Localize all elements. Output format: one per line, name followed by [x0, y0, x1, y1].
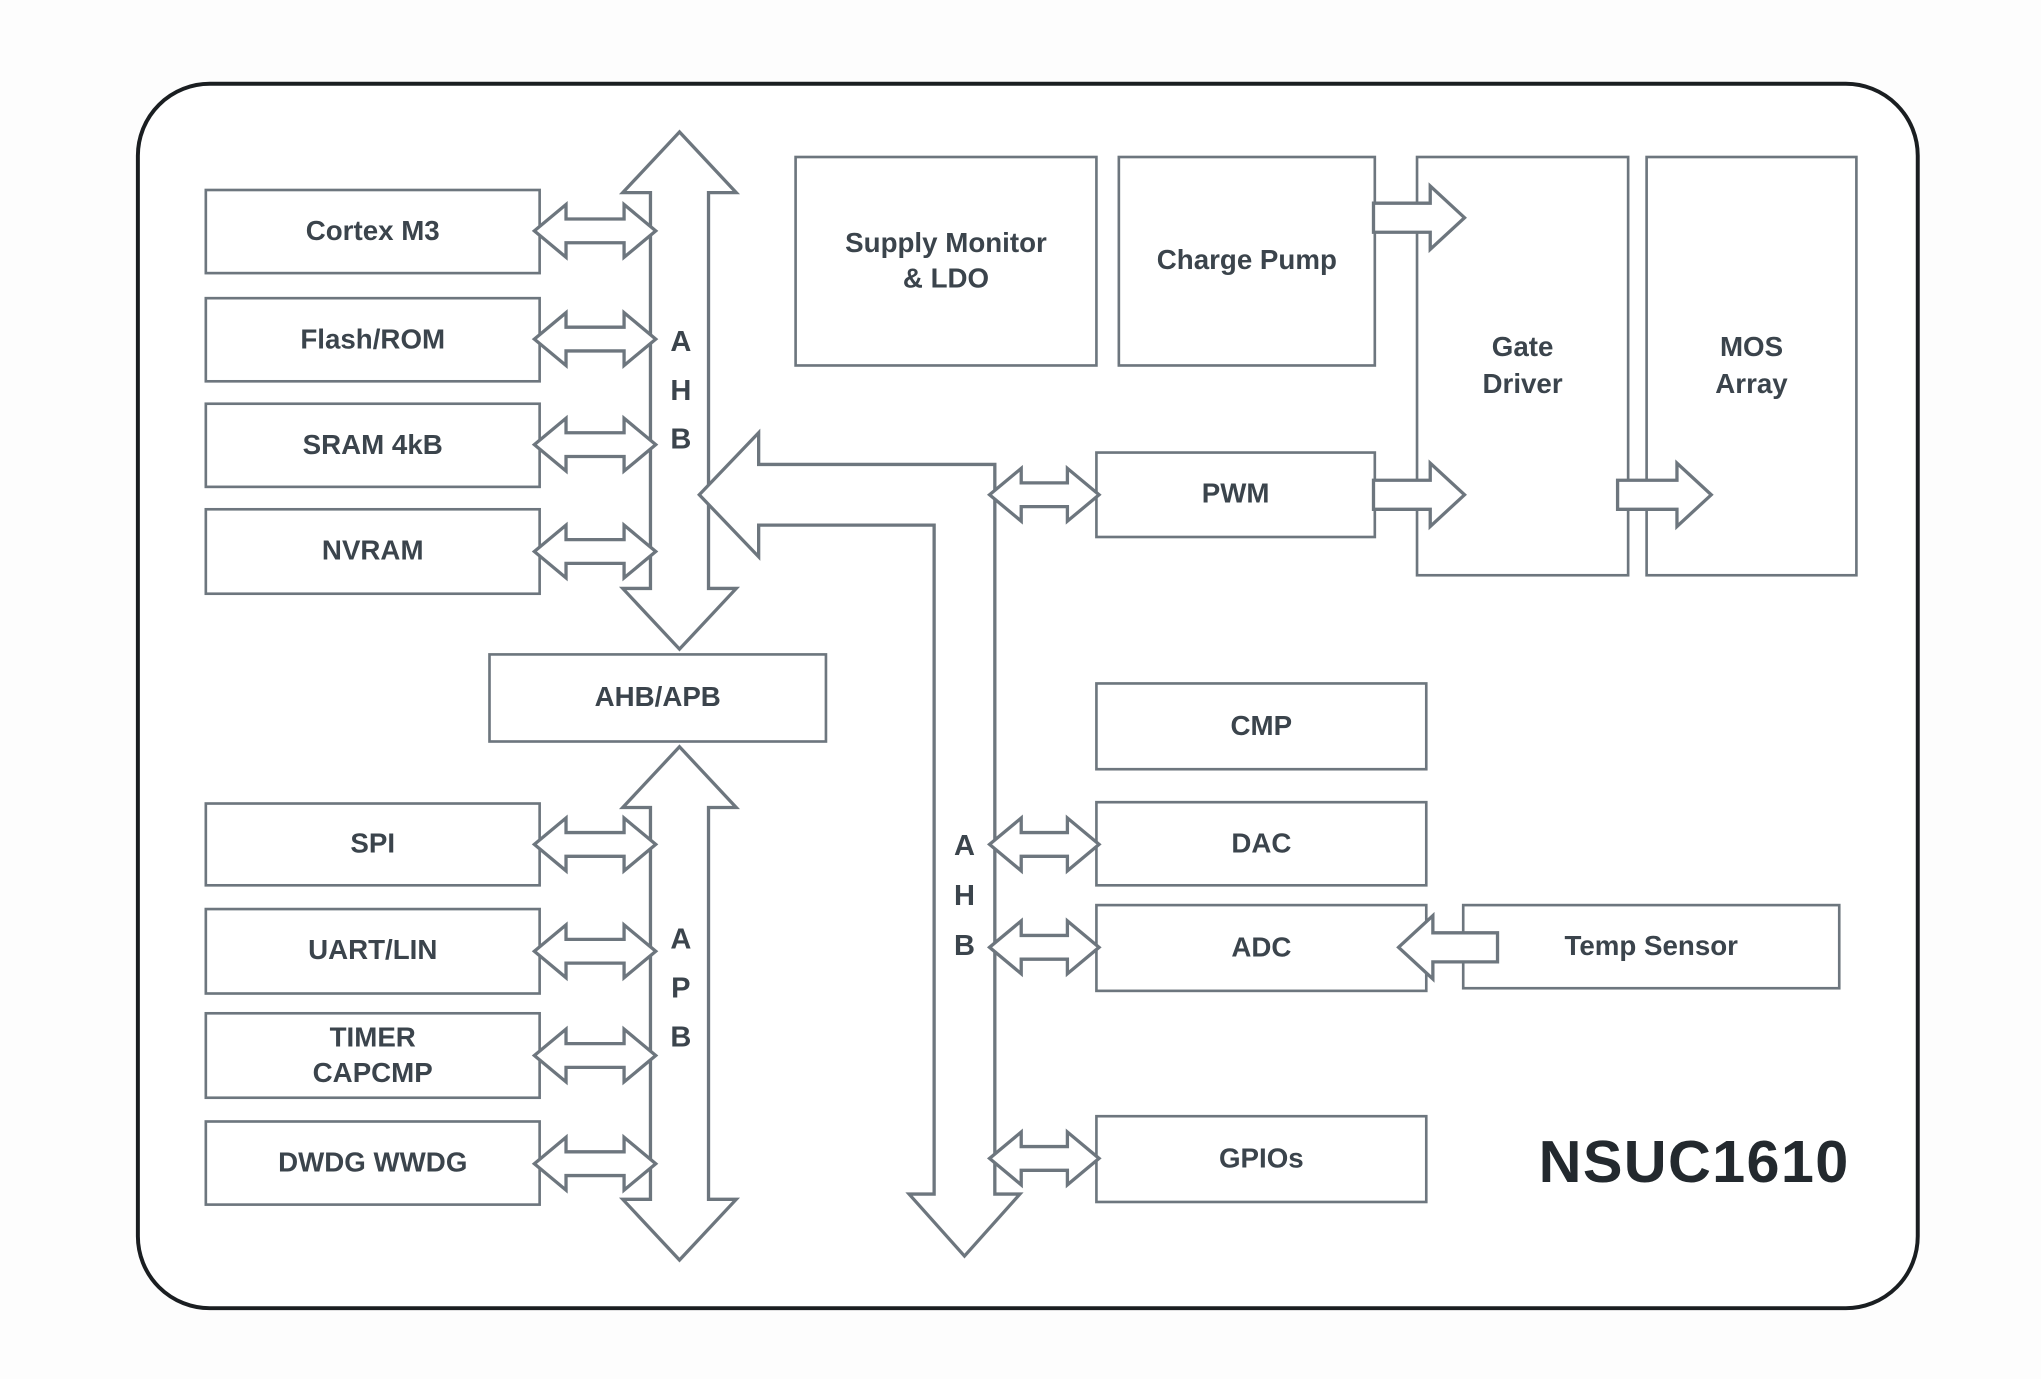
block-nvram-label: NVRAM — [321, 536, 424, 567]
nvram-bus-arrow — [531, 521, 659, 582]
block-cmp-label: CMP — [1230, 710, 1293, 742]
block-pwm: PWM — [1095, 451, 1377, 539]
gate-driver-to-mos-array-arrow — [1615, 459, 1714, 531]
apb-bus-label: A P B — [670, 922, 692, 1053]
uart-lin-bus-arrow — [531, 921, 659, 982]
product-name: NSUC1610 — [1538, 1128, 1850, 1196]
ahb-peripheral-bus-arrow — [696, 428, 1024, 1259]
block-cortex-m3: Cortex M3 — [204, 188, 541, 275]
cortex-m3-bus-arrow — [531, 200, 659, 261]
block-dwdg-wwdg-label: DWDG WWDG — [278, 1147, 468, 1179]
block-temp-sensor-label: Temp Sensor — [1564, 931, 1738, 962]
ahb-peripheral-bus-label: A H B — [953, 828, 975, 962]
block-flash-rom: Flash/ROM — [204, 296, 541, 383]
block-adc: ADC — [1095, 903, 1428, 993]
sram-bus-arrow — [531, 414, 659, 475]
gpios-bus-arrow — [986, 1128, 1102, 1189]
block-sram-label: SRAM 4kB — [302, 429, 443, 461]
ahb-cpu-bus-label: A H B — [670, 324, 692, 456]
block-gpios-label: GPIOs — [1218, 1143, 1304, 1175]
block-ahb-apb-bridge: AHB/APB — [488, 653, 828, 743]
block-sram: SRAM 4kB — [204, 402, 541, 489]
block-charge-pump: Charge Pump — [1117, 155, 1377, 367]
block-charge-pump-label: Charge Pump — [1156, 245, 1337, 277]
block-uart-lin: UART/LIN — [204, 907, 541, 995]
block-dwdg-wwdg: DWDG WWDG — [204, 1120, 541, 1206]
ahb-cpu-bus-arrow — [618, 129, 741, 652]
block-gate-driver-label: Gate Driver — [1482, 332, 1563, 400]
temp-sensor-to-adc-arrow — [1396, 911, 1500, 983]
dwdg-wwdg-bus-arrow — [531, 1133, 659, 1194]
block-adc-label: ADC — [1231, 932, 1292, 963]
dac-bus-arrow — [986, 814, 1102, 875]
pwm-bus-arrow — [986, 464, 1102, 525]
timer-capcmp-bus-arrow — [531, 1025, 659, 1086]
block-gate-driver: Gate Driver — [1415, 155, 1630, 577]
block-uart-lin-label: UART/LIN — [308, 935, 438, 967]
block-cortex-m3-label: Cortex M3 — [305, 216, 440, 247]
block-mos-array-label: MOS Array — [1715, 332, 1788, 400]
apb-bus-arrow — [618, 744, 741, 1263]
block-timer-capcmp: TIMER CAPCMP — [204, 1011, 541, 1100]
flash-rom-bus-arrow — [531, 309, 659, 369]
block-pwm-label: PWM — [1201, 479, 1270, 510]
charge-pump-to-gate-driver-arrow — [1371, 182, 1467, 254]
block-spi-label: SPI — [350, 829, 396, 860]
block-supply-monitor-ldo-label: Supply Monitor & LDO — [845, 227, 1047, 295]
spi-bus-arrow — [531, 814, 659, 875]
pwm-to-gate-driver-arrow — [1371, 459, 1467, 531]
block-flash-rom-label: Flash/ROM — [300, 324, 446, 355]
block-spi: SPI — [204, 802, 541, 887]
adc-bus-arrow — [986, 917, 1102, 978]
block-cmp: CMP — [1095, 682, 1428, 771]
block-dac-label: DAC — [1231, 828, 1292, 859]
block-timer-capcmp-label: TIMER CAPCMP — [312, 1022, 433, 1089]
block-supply-monitor-ldo: Supply Monitor & LDO — [794, 155, 1098, 367]
block-ahb-apb-bridge-label: AHB/APB — [594, 682, 721, 713]
block-nvram: NVRAM — [204, 507, 541, 596]
block-gpios: GPIOs — [1095, 1114, 1428, 1204]
block-dac: DAC — [1095, 800, 1428, 887]
block-temp-sensor: Temp Sensor — [1461, 903, 1841, 990]
